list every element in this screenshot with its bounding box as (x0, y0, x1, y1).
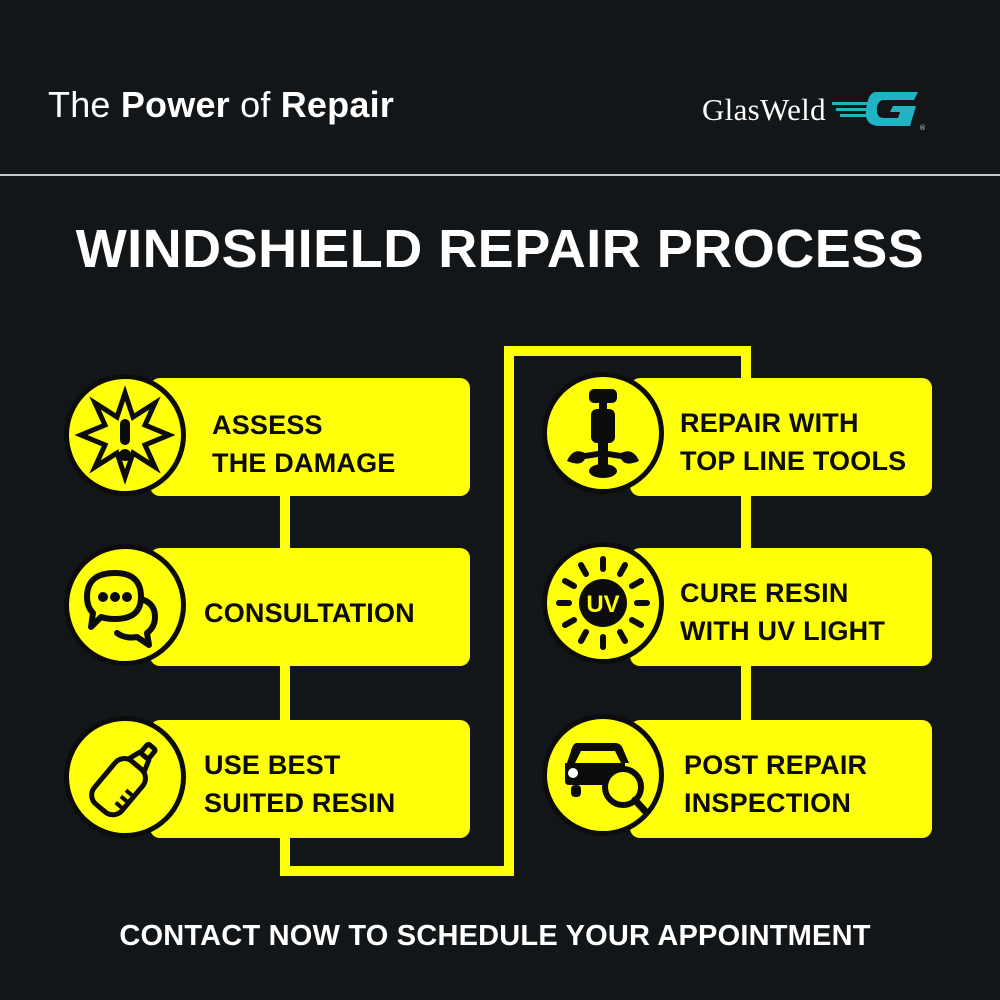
step-badge-uv: UV (542, 542, 664, 664)
page-title: WINDSHIELD REPAIR PROCESS (75, 219, 925, 279)
step-card-inspection (630, 720, 932, 838)
step-badge-tools (542, 372, 664, 494)
repair-bridge-tool-icon (567, 389, 639, 478)
tagline-word: Power (120, 84, 230, 125)
step-card-consultation (150, 548, 470, 666)
chat-bubbles-icon (84, 570, 158, 648)
step-label-resin: USE BEST SUITED RESIN (204, 750, 396, 818)
step-label-assess: ASSESS THE DAMAGE (212, 410, 396, 478)
step-badge-consultation (64, 544, 186, 666)
logo-text: GlasWeld (702, 92, 826, 127)
car-magnifier-icon (565, 743, 649, 815)
step-badge-assess (64, 374, 186, 496)
resin-bottle-icon (89, 741, 158, 818)
step-label-uv: CURE RESIN WITH UV LIGHT (680, 578, 886, 646)
tagline-word: of (240, 84, 271, 125)
step-card-assess (150, 378, 470, 496)
call-to-action: CONTACT NOW TO SCHEDULE YOUR APPOINTMENT (119, 920, 871, 952)
tagline-word: The (48, 84, 111, 125)
tagline: The Power of Repair (48, 84, 394, 126)
step-label-tools: REPAIR WITH TOP LINE TOOLS (680, 408, 907, 476)
glasweld-g-logo-icon: ® (831, 92, 926, 132)
step-label-inspection: POST REPAIR INSPECTION (684, 750, 868, 818)
step-card-tools (630, 378, 932, 496)
tagline-word: Repair (280, 84, 394, 125)
step-badge-resin (64, 716, 186, 838)
header-divider (0, 174, 1000, 176)
uv-text: UV (586, 591, 619, 618)
step-badge-inspection (542, 714, 664, 836)
step-card-uv (630, 548, 932, 666)
uv-sun-icon: UV (556, 556, 650, 650)
step-label-consultation: CONSULTATION (204, 598, 415, 628)
glasweld-logo: GlasWeld ® (702, 88, 928, 132)
warning-burst-icon (75, 385, 175, 485)
step-card-resin (150, 720, 470, 838)
svg-text:®: ® (919, 124, 926, 132)
